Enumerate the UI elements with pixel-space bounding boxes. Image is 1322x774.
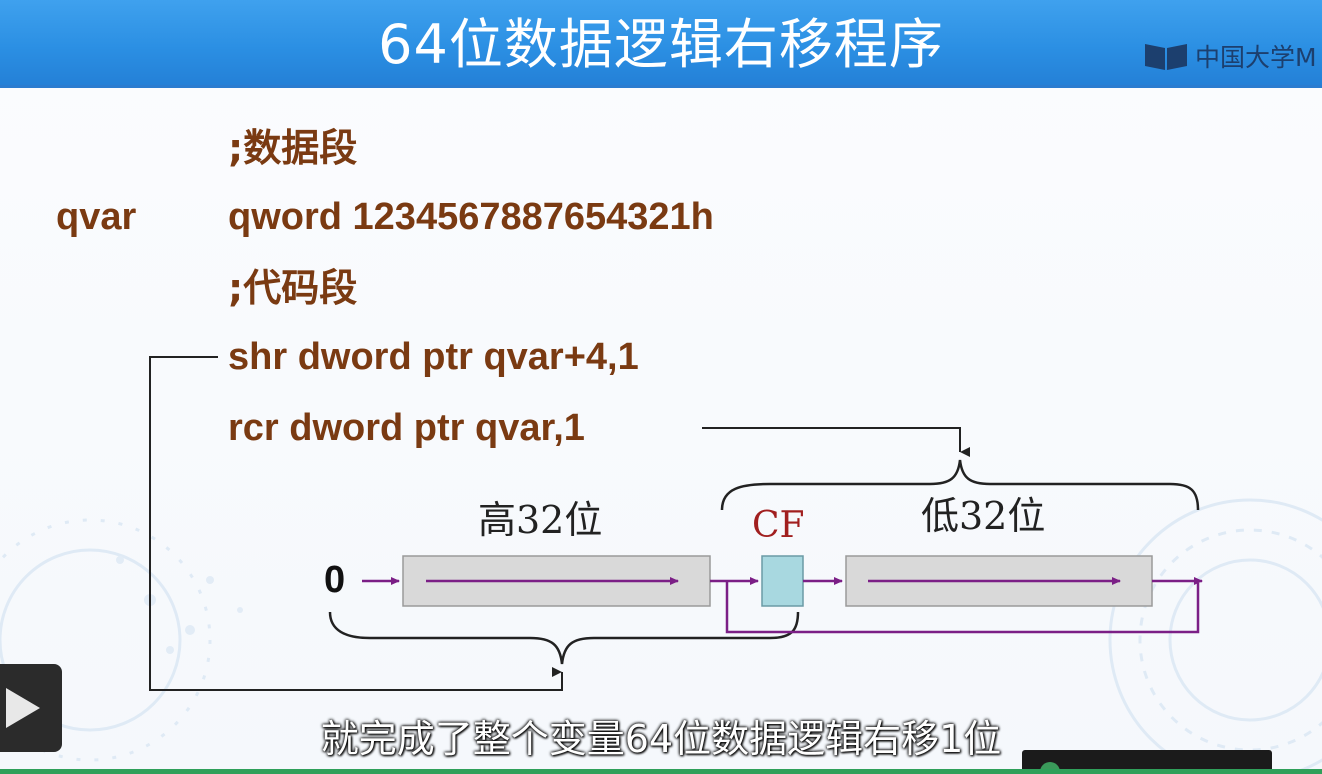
logo-text: 中国大学M: [1195, 43, 1317, 72]
progress-bar[interactable]: [0, 769, 1322, 774]
shr-connector: [149, 356, 563, 691]
video-subtitle: 就完成了整个变量64位数据逻辑右移1位: [320, 717, 1002, 761]
instruction-rcr: rcr dword ptr qvar,1: [228, 407, 585, 449]
title-bar: 64位数据逻辑右移程序 中国大学M: [0, 0, 1322, 88]
high-brace: [328, 611, 800, 665]
carry-loop-line: [725, 581, 1200, 634]
rcr-connector: [702, 427, 970, 457]
title-rule: [0, 85, 1322, 88]
cf-flag-box: [761, 555, 804, 607]
cf-label: CF: [752, 505, 805, 546]
zero-input-label: 0: [324, 559, 346, 601]
comment-data-segment: ;数据段: [228, 126, 358, 170]
slide-title: 64位数据逻辑右移程序: [378, 13, 944, 76]
instruction-shr: shr dword ptr qvar+4,1: [228, 336, 639, 378]
book-icon: [1145, 44, 1187, 70]
low-32-label: 低32位: [921, 494, 1046, 538]
low-brace: [720, 459, 1200, 511]
comment-code-segment: ;代码段: [228, 266, 358, 310]
variable-label: qvar: [56, 196, 137, 238]
play-icon: [6, 688, 40, 728]
data-declaration: qword 1234567887654321h: [228, 196, 714, 238]
play-button[interactable]: [0, 664, 62, 752]
high-32-label: 高32位: [478, 498, 603, 542]
mooc-logo: 中国大学M: [1143, 38, 1317, 74]
